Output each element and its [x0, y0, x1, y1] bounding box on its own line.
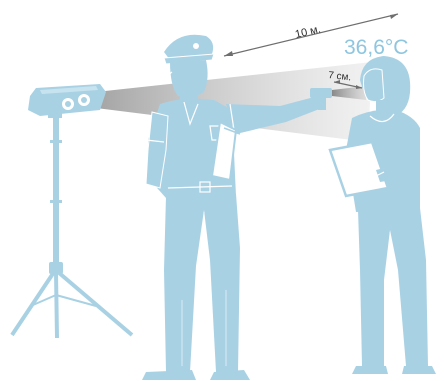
long-distance-label: 10 м.: [294, 23, 322, 41]
tripod-icon: [12, 112, 132, 338]
thermal-camera-icon: [28, 84, 106, 118]
temperature-label: 36,6°С: [344, 36, 408, 59]
